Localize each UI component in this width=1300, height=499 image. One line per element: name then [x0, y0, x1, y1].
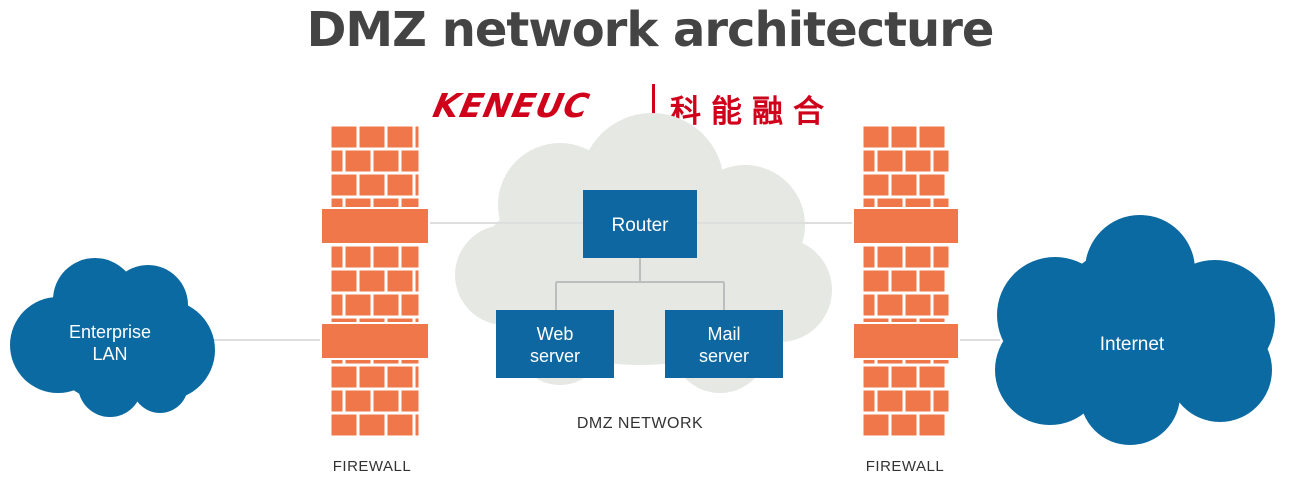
brick [933, 390, 949, 412]
brick [415, 126, 419, 148]
brick [345, 150, 371, 172]
brick [905, 294, 931, 316]
brick [331, 150, 343, 172]
brick [387, 414, 413, 436]
firewall-port [320, 207, 430, 245]
firewall-left [320, 125, 430, 439]
router-node: Router [583, 190, 697, 258]
brick [345, 294, 371, 316]
brick [373, 246, 399, 268]
brick [401, 390, 419, 412]
brick [863, 150, 875, 172]
brick [331, 246, 343, 268]
brick [387, 126, 413, 148]
brick [359, 174, 385, 196]
brick [933, 150, 949, 172]
router-label: Router [611, 215, 669, 236]
brick [345, 246, 371, 268]
brick [387, 174, 413, 196]
enterprise-lan-label-line1: Enterprise [69, 322, 151, 342]
brick [919, 270, 945, 292]
brick [415, 270, 419, 292]
brick [415, 366, 419, 388]
brick [359, 414, 385, 436]
brick [863, 294, 875, 316]
page-title: DMZ network architecture [306, 2, 995, 58]
firewall-left-label: FIREWALL [333, 458, 411, 475]
internet-label: Internet [1100, 334, 1165, 355]
firewall-right-label: FIREWALL [866, 458, 944, 475]
brick [415, 174, 419, 196]
brick [401, 246, 419, 268]
brick [919, 366, 945, 388]
brick [863, 174, 889, 196]
firewall-port [852, 207, 960, 245]
brick [877, 390, 903, 412]
brick [905, 246, 931, 268]
brick [415, 414, 419, 436]
firewall-port [852, 322, 960, 360]
brick [331, 174, 357, 196]
brick [877, 246, 903, 268]
brick [331, 414, 357, 436]
web-server-label-line2: server [530, 346, 580, 366]
brick [359, 366, 385, 388]
brick [933, 294, 949, 316]
brick [863, 270, 889, 292]
mail-server-label-line2: server [699, 346, 749, 366]
brick [891, 414, 917, 436]
brick [891, 174, 917, 196]
brick [919, 414, 945, 436]
web-server-node: Web server [496, 310, 614, 378]
brick [863, 246, 875, 268]
brick [905, 390, 931, 412]
brick [877, 294, 903, 316]
brick [919, 126, 945, 148]
brick [891, 126, 917, 148]
brick [387, 270, 413, 292]
brick [359, 270, 385, 292]
brick [863, 414, 889, 436]
brick [331, 126, 357, 148]
brick [373, 294, 399, 316]
brick [345, 390, 371, 412]
brick [863, 390, 875, 412]
firewall-right [852, 125, 960, 439]
dmz-network-label: DMZ NETWORK [577, 415, 703, 432]
brick [863, 126, 889, 148]
brick [919, 174, 945, 196]
mail-server-label-line1: Mail [707, 324, 740, 344]
brick [891, 270, 917, 292]
brick [373, 150, 399, 172]
mail-server-node: Mail server [665, 310, 783, 378]
logo-cjk-text: 科能融合 [670, 94, 834, 130]
firewall-port [320, 322, 430, 360]
brick [863, 366, 889, 388]
brick [891, 366, 917, 388]
web-server-label-line1: Web [537, 324, 574, 344]
brick [331, 366, 357, 388]
brick [331, 390, 343, 412]
brick [905, 150, 931, 172]
logo-divider [652, 84, 655, 122]
brick [401, 294, 419, 316]
internet-cloud: Internet [995, 215, 1275, 445]
brick [933, 246, 949, 268]
brick [331, 294, 343, 316]
brick [387, 366, 413, 388]
brick [877, 150, 903, 172]
brick [359, 126, 385, 148]
brick [401, 150, 419, 172]
enterprise-lan-label-line2: LAN [92, 344, 127, 364]
enterprise-lan-cloud: Enterprise LAN [10, 258, 215, 417]
brick [331, 270, 357, 292]
brick [373, 390, 399, 412]
